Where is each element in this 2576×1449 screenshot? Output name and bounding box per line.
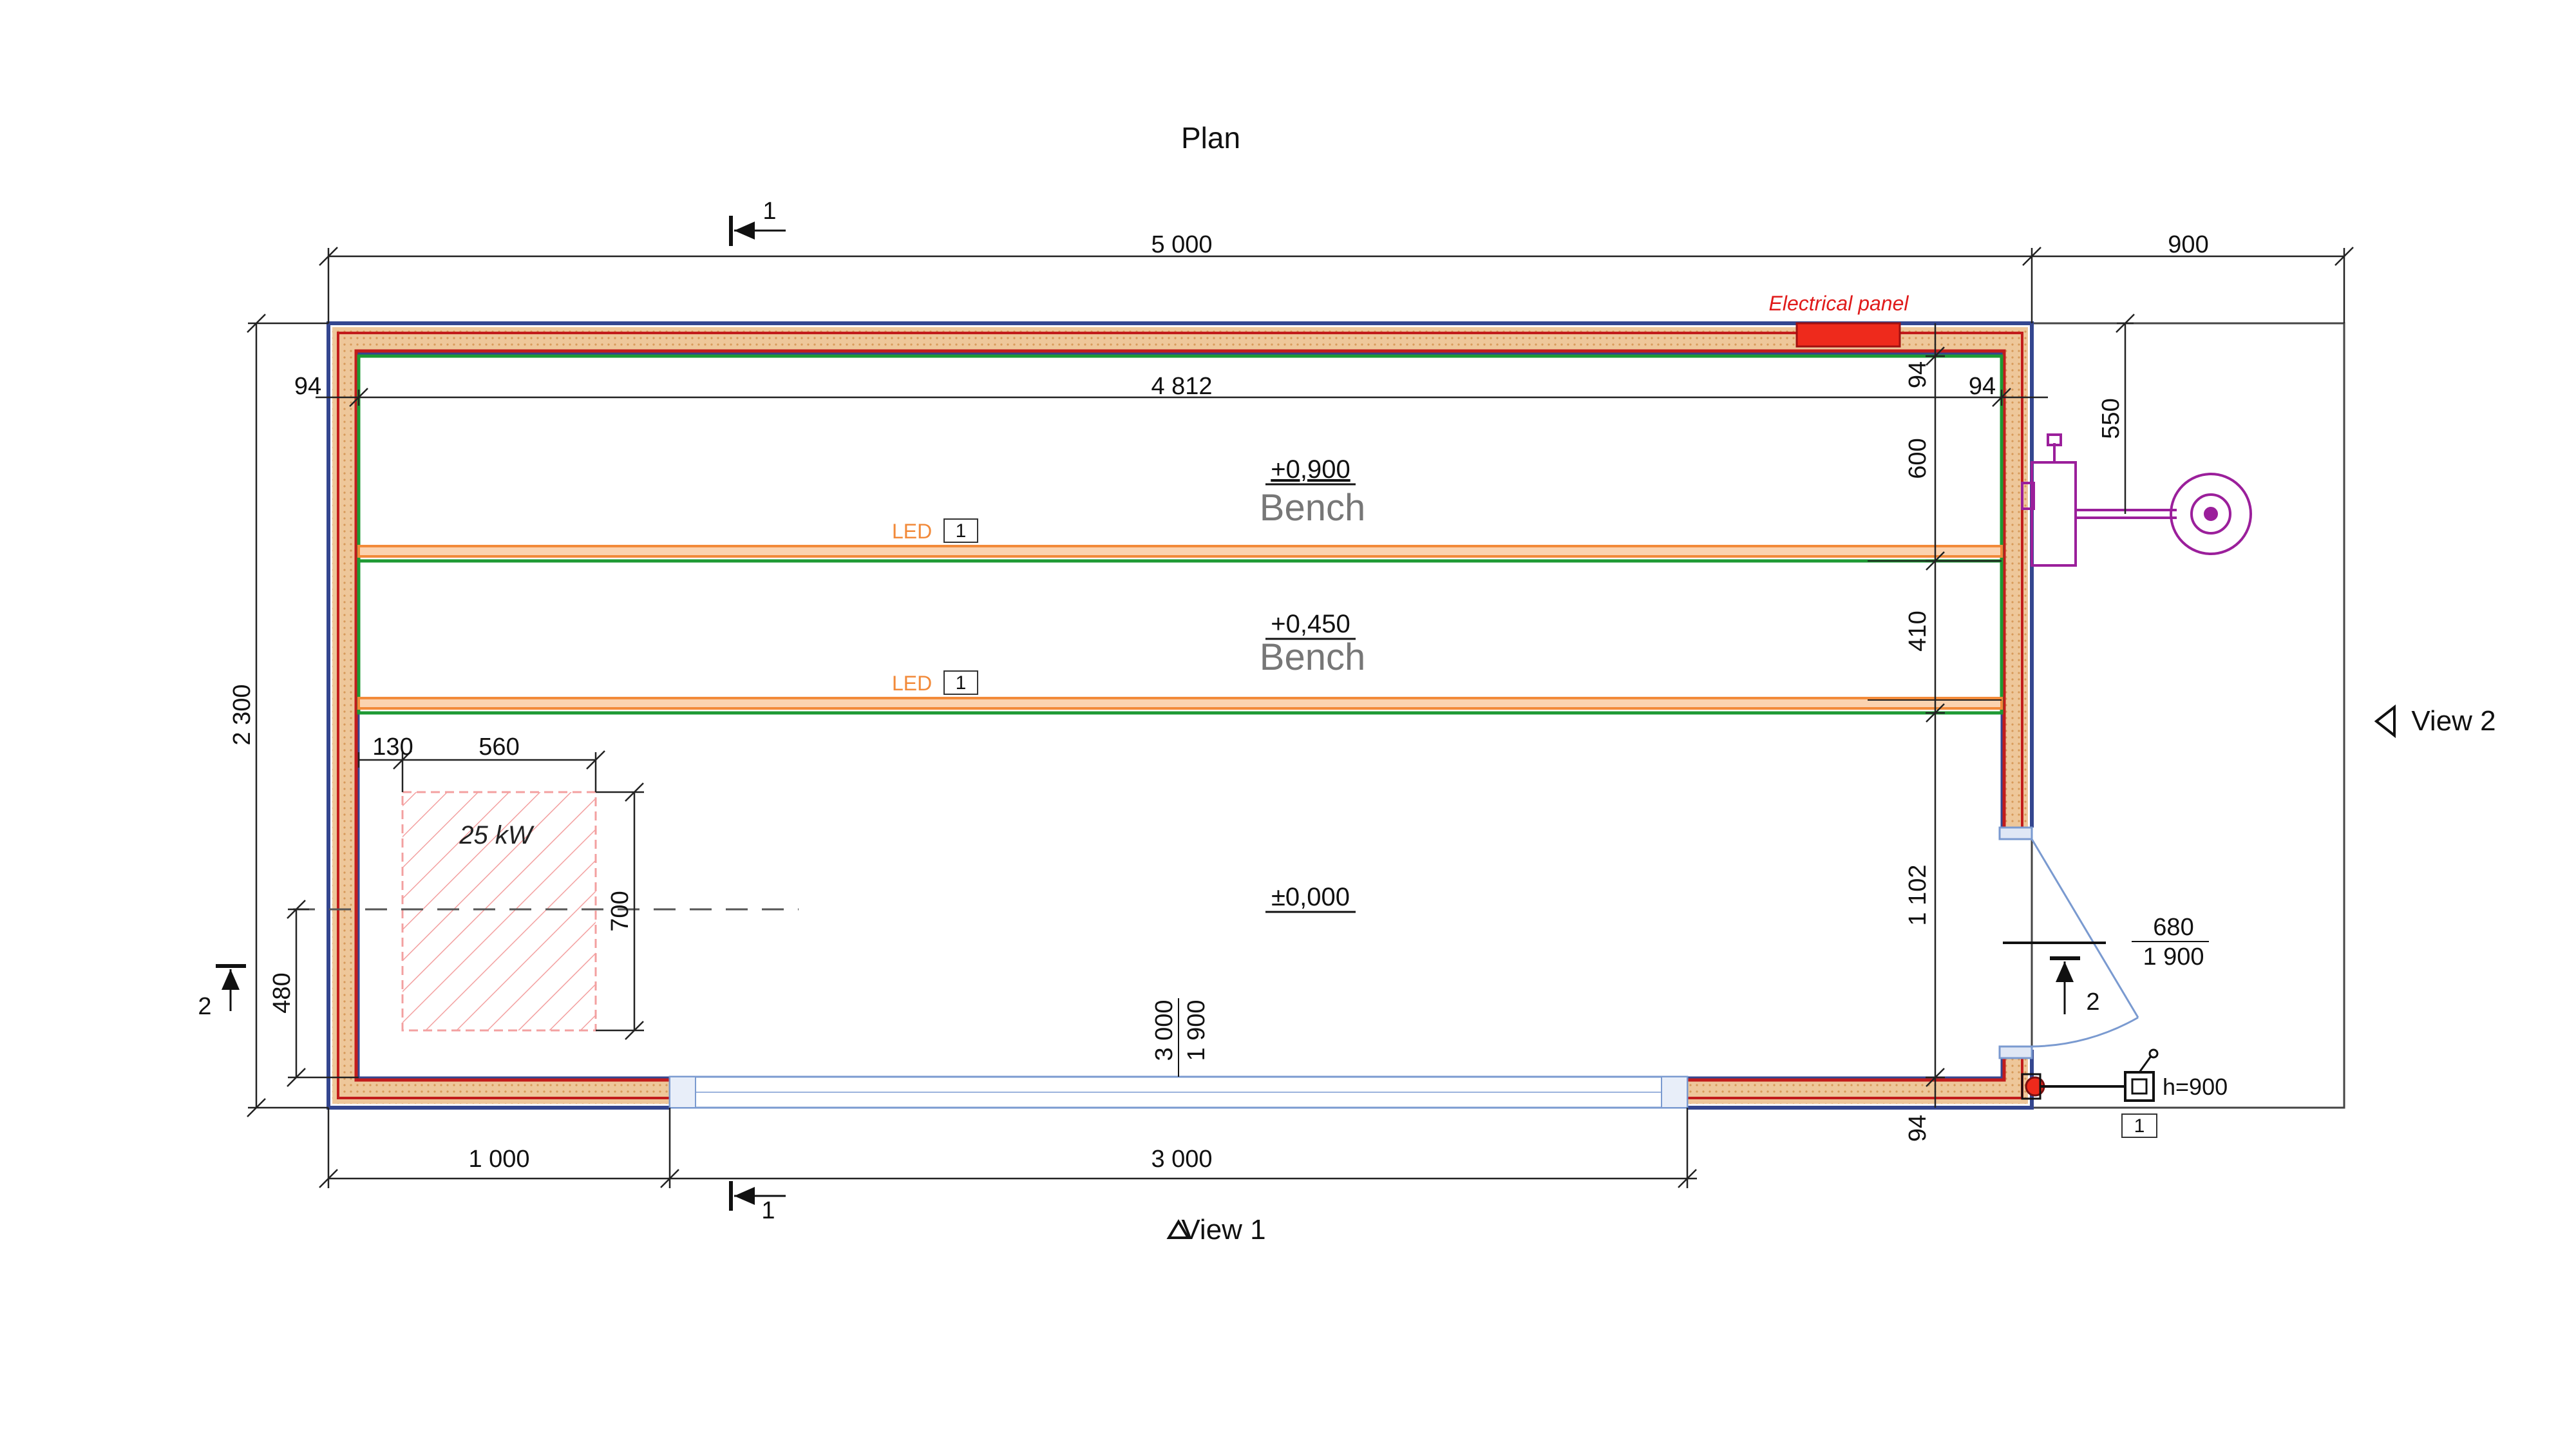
- wall-insulation: [332, 327, 2028, 1104]
- electrical-panel: [1795, 322, 1901, 348]
- dim-vestibule-width: 900: [2168, 231, 2208, 258]
- window-height: 1 900: [1183, 999, 1210, 1061]
- view-1-triangle: [1166, 1219, 1191, 1239]
- dim-heater-depth: 700: [607, 891, 634, 931]
- section-marker-2-left: [216, 964, 246, 1011]
- dim-inner-length: 4 812: [1151, 373, 1212, 400]
- door-height: 1 900: [2143, 943, 2204, 971]
- switch-symbol: [2124, 1071, 2155, 1102]
- section-2-label-right: 2: [2086, 989, 2099, 1016]
- led-label-upper: LED: [892, 520, 932, 543]
- dim-wall-left: 94: [294, 373, 321, 400]
- section-marker-1-top: [729, 216, 786, 246]
- view-2-triangle: [2374, 704, 2396, 739]
- dim-heater-offset-left: 130: [372, 734, 413, 761]
- vestibule-outline: [2031, 322, 2345, 1109]
- electrical-panel-label: Electrical panel: [1769, 292, 1909, 315]
- dim-wall-top: 94: [1904, 361, 1931, 388]
- sauna-walls: [327, 321, 2345, 1110]
- page-title: Plan: [1181, 121, 1240, 155]
- dim-heater-offset-bottom: 480: [269, 972, 296, 1013]
- entry-door: [2031, 838, 2139, 1048]
- bench-label-lower: Bench: [1260, 636, 1365, 678]
- level-upper: +0,900: [1271, 455, 1350, 484]
- door-jamb-bottom: [1998, 1045, 2033, 1059]
- dim-left-wall-segment: 1 000: [468, 1146, 529, 1173]
- section-1-label-top: 1: [762, 198, 776, 225]
- wall-inner-outline: [357, 352, 2003, 1079]
- window-width: 3 000: [1151, 999, 1178, 1061]
- heater: [401, 791, 597, 1032]
- led-tag-box-lower: [943, 670, 978, 695]
- wall-lining-inner: [354, 349, 2006, 1082]
- dimension-lines: [247, 247, 2354, 1188]
- dim-overall-width: 2 300: [229, 684, 256, 745]
- level-lower: +0,450: [1271, 610, 1350, 638]
- led-strip-upper: [357, 545, 2003, 558]
- dim-floor-depth: 1 102: [1904, 864, 1931, 925]
- level-floor: ±0,000: [1271, 883, 1350, 911]
- benches: [357, 354, 2003, 715]
- flue-equipment: [2021, 433, 2252, 567]
- led-strip-lower: [357, 697, 2003, 710]
- dim-chimney-offset: 550: [2098, 398, 2125, 439]
- led-tag-box-upper: [943, 518, 978, 543]
- dim-upper-bench: 600: [1904, 438, 1931, 478]
- bench-label-upper: Bench: [1260, 487, 1365, 529]
- section-2-label-left: 2: [198, 993, 211, 1020]
- section-1-label-bottom: 1: [761, 1197, 775, 1224]
- door-jamb-top: [1998, 826, 2033, 840]
- dim-overall-length: 5 000: [1151, 231, 1212, 258]
- switch-height: h=900: [2163, 1074, 2228, 1100]
- dim-heater-width: 560: [478, 734, 519, 761]
- view-2-label: View 2: [2411, 705, 2496, 737]
- switch-tag-box: [2121, 1113, 2157, 1138]
- led-tag-lower: 1: [956, 672, 967, 694]
- led-label-lower: LED: [892, 672, 932, 695]
- door-width: 680: [2153, 914, 2193, 941]
- led-tag-upper: 1: [956, 520, 967, 542]
- dim-glass-wall-length: 3 000: [1151, 1146, 1212, 1173]
- heater-power-label: 25 kW: [459, 821, 535, 849]
- dim-wall-bottom: 94: [1904, 1115, 1931, 1142]
- section-marker-2-right: [2050, 956, 2080, 1014]
- lower-bench: [357, 559, 2003, 715]
- view-1-label: View 1: [1181, 1214, 1265, 1245]
- dim-lower-bench: 410: [1904, 611, 1931, 651]
- switch-tag: 1: [2134, 1115, 2145, 1137]
- section-marker-1-bottom: [729, 1181, 786, 1211]
- dim-wall-right: 94: [1969, 373, 1996, 400]
